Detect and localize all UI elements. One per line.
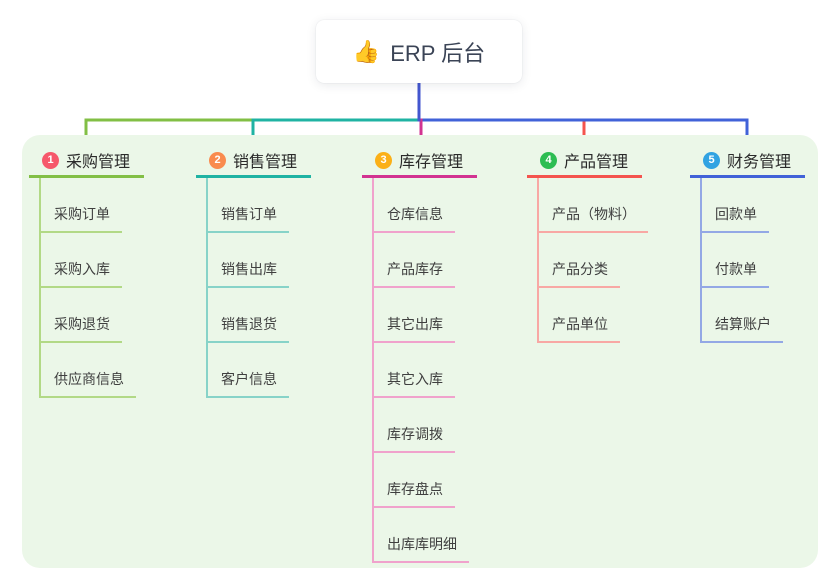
child-node-label[interactable]: 付款单	[700, 259, 769, 288]
child-node: 其它入库	[372, 343, 477, 398]
branch-3: 3 库存管理仓库信息产品库存其它出库其它入库库存调拨库存盘点出库库明细	[362, 149, 477, 563]
child-node-label[interactable]: 产品单位	[537, 314, 620, 343]
branch-children: 回款单付款单结算账户	[690, 178, 805, 343]
child-node-label[interactable]: 其它出库	[372, 314, 455, 343]
branch-number-badge: 5	[703, 151, 720, 169]
branch-header[interactable]: 2 销售管理	[196, 149, 311, 178]
child-node-label[interactable]: 销售退货	[206, 314, 289, 343]
branch-header[interactable]: 5 财务管理	[690, 149, 805, 178]
child-node-label[interactable]: 产品（物料）	[537, 204, 648, 233]
branch-child-line	[206, 178, 208, 398]
child-node-label[interactable]: 采购订单	[39, 204, 122, 233]
child-node: 结算账户	[700, 288, 805, 343]
branch-child-line	[39, 178, 41, 398]
branch-child-line	[700, 178, 702, 343]
child-node-label[interactable]: 结算账户	[700, 314, 783, 343]
root-node[interactable]: 👍 ERP 后台	[316, 20, 522, 83]
branch-label: 财务管理	[727, 154, 792, 171]
branch-children: 产品（物料） 产品分类产品单位	[527, 178, 648, 343]
child-node: 销售退货	[206, 288, 311, 343]
branch-label: 采购管理	[66, 154, 131, 171]
child-node-label[interactable]: 供应商信息	[39, 369, 136, 398]
child-node-label[interactable]: 采购退货	[39, 314, 122, 343]
child-node-label[interactable]: 客户信息	[206, 369, 289, 398]
child-node-label[interactable]: 其它入库	[372, 369, 455, 398]
branch-5: 5 财务管理回款单付款单结算账户	[690, 149, 805, 343]
branch-number-badge: 4	[540, 151, 557, 169]
child-node: 销售出库	[206, 233, 311, 288]
branch-number-badge: 2	[209, 151, 226, 169]
child-node-label[interactable]: 销售出库	[206, 259, 289, 288]
child-node: 仓库信息	[372, 178, 477, 233]
child-node-label[interactable]: 仓库信息	[372, 204, 455, 233]
branch-child-line	[537, 178, 539, 343]
branch-label: 库存管理	[399, 154, 464, 171]
child-node: 客户信息	[206, 343, 311, 398]
branch-header[interactable]: 4 产品管理	[527, 149, 642, 178]
child-node-label[interactable]: 回款单	[700, 204, 769, 233]
branch-4: 4 产品管理产品（物料） 产品分类产品单位	[527, 149, 648, 343]
branch-number-badge: 3	[375, 151, 392, 169]
child-node: 产品（物料）	[537, 178, 648, 233]
child-node: 付款单	[700, 233, 805, 288]
branches-panel	[22, 135, 818, 568]
branch-header[interactable]: 3 库存管理	[362, 149, 477, 178]
child-node: 回款单	[700, 178, 805, 233]
child-node: 采购订单	[39, 178, 144, 233]
root-title: ERP 后台	[390, 40, 486, 66]
branch-label: 产品管理	[564, 154, 629, 171]
branch-children: 销售订单销售出库销售退货客户信息	[196, 178, 311, 398]
child-node: 产品分类	[537, 233, 648, 288]
child-node: 供应商信息	[39, 343, 144, 398]
child-node-label[interactable]: 出库库明细	[372, 534, 469, 563]
child-node: 库存盘点	[372, 453, 477, 508]
branch-header[interactable]: 1 采购管理	[29, 149, 144, 178]
child-node: 库存调拨	[372, 398, 477, 453]
child-node: 销售订单	[206, 178, 311, 233]
child-node: 产品库存	[372, 233, 477, 288]
thumbs-up-icon: 👍	[352, 38, 381, 64]
child-node: 产品单位	[537, 288, 648, 343]
branch-children: 采购订单采购入库采购退货供应商信息	[29, 178, 144, 398]
branch-number-badge: 1	[42, 151, 59, 169]
child-node-label[interactable]: 库存调拨	[372, 424, 455, 453]
branch-child-line	[372, 178, 374, 563]
child-node: 采购入库	[39, 233, 144, 288]
branch-2: 2 销售管理销售订单销售出库销售退货客户信息	[196, 149, 311, 398]
child-node-label[interactable]: 库存盘点	[372, 479, 455, 508]
child-node: 其它出库	[372, 288, 477, 343]
child-node-label[interactable]: 产品库存	[372, 259, 455, 288]
branch-1: 1 采购管理采购订单采购入库采购退货供应商信息	[29, 149, 144, 398]
branch-children: 仓库信息产品库存其它出库其它入库库存调拨库存盘点出库库明细	[362, 178, 477, 563]
branch-label: 销售管理	[233, 154, 298, 171]
child-node-label[interactable]: 采购入库	[39, 259, 122, 288]
child-node: 出库库明细	[372, 508, 477, 563]
child-node-label[interactable]: 产品分类	[537, 259, 620, 288]
child-node-label[interactable]: 销售订单	[206, 204, 289, 233]
child-node: 采购退货	[39, 288, 144, 343]
